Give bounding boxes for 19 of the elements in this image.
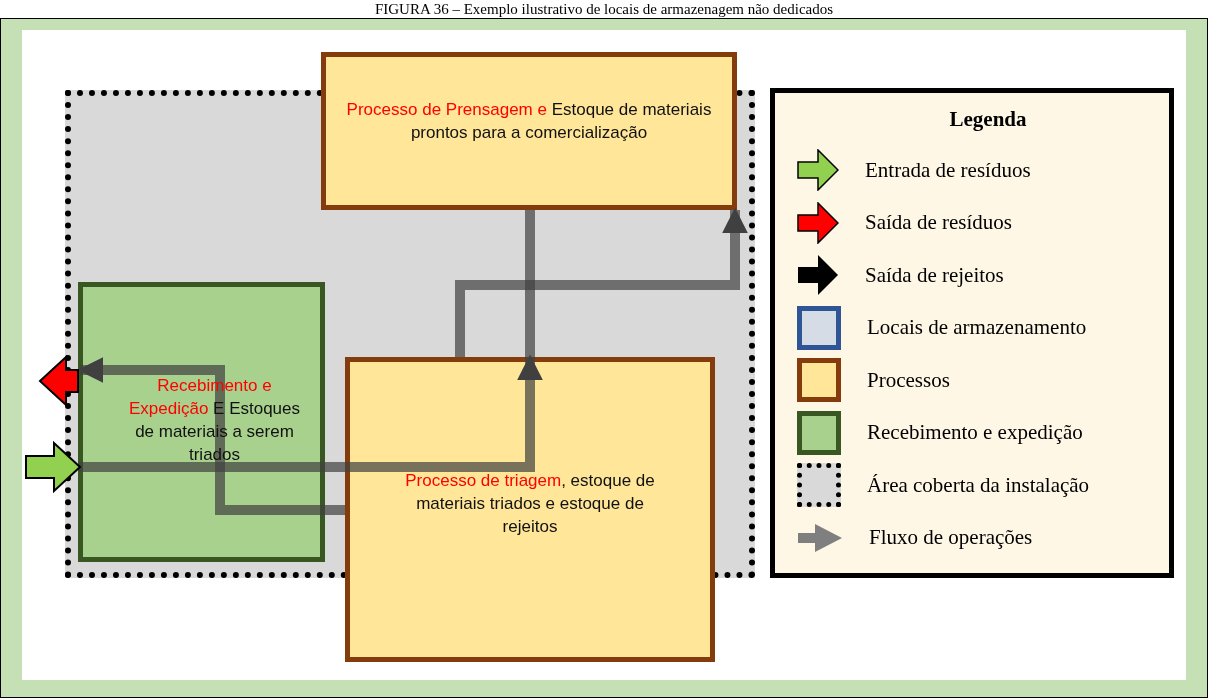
legend-label: Locais de armazenamento [867,315,1087,341]
node-text: Processo de Prensagem e Estoque de materiais prontos para a comercialização [345,99,713,144]
flow-arrow [455,207,748,357]
process-box [345,357,715,662]
legend-title: Legenda [948,107,1028,132]
entry-arrow [25,440,82,494]
flow-arrow [77,357,345,515]
legend-label: Área coberta da instalação [867,472,1090,498]
legend-label: Entrada de resíduos [865,157,1031,183]
legend-label: Recebimento e expedição [867,420,1083,446]
node-text: Processo de triagem, estoque de materiais triados e estoque de rejeitos [404,470,656,538]
figure-title: FIGURA 36 – Exemplo ilustrativo de locais de armazenagem não dedicados [373,0,835,18]
legend-label: Fluxo de operações [869,525,1033,551]
reception-box [78,282,325,562]
exit-arrow [38,354,79,408]
legend-label: Saída de rejeitos [865,262,1004,288]
process-box [321,52,737,210]
legend-label: Processos [867,367,950,393]
legend-label: Saída de resíduos [865,210,1012,236]
